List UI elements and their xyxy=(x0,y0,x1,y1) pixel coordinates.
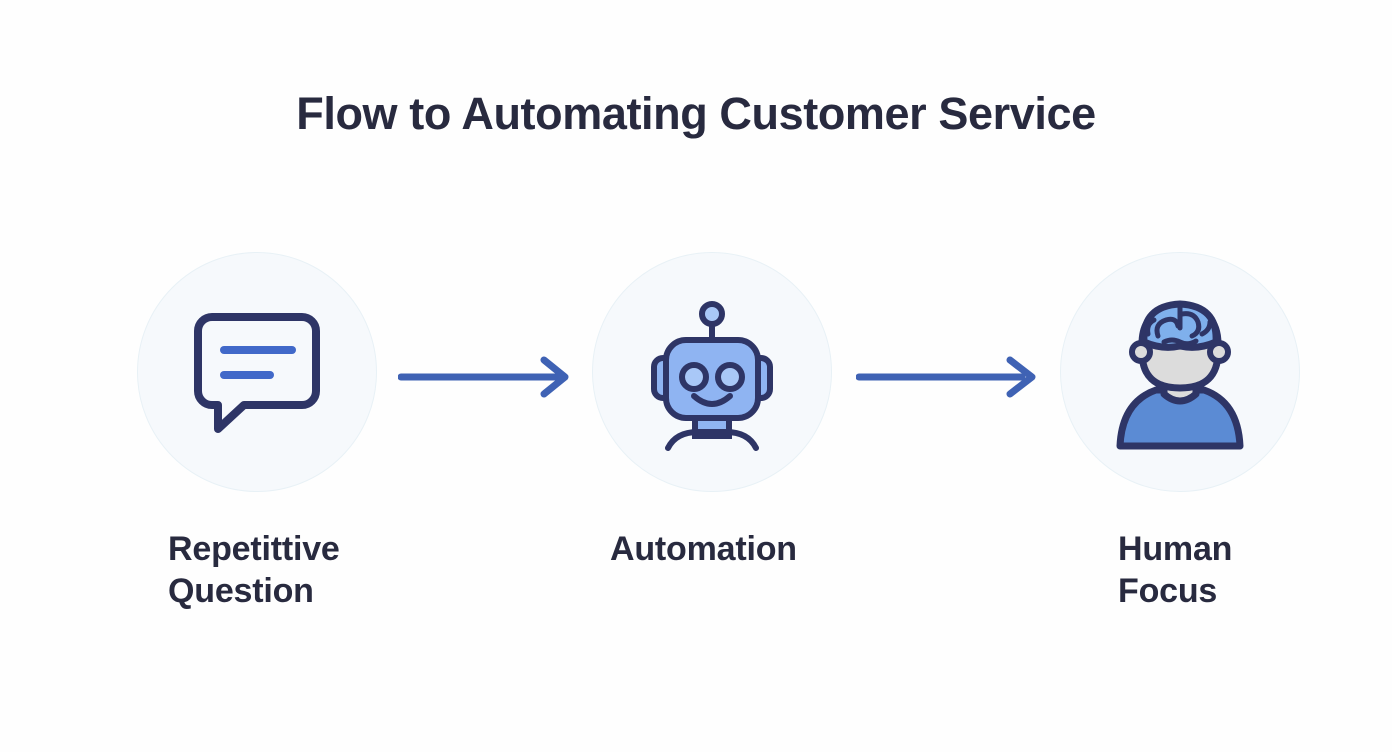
speech-bubble-icon xyxy=(137,252,377,492)
label-line: Automation xyxy=(610,530,797,568)
label-line: Focus xyxy=(1118,572,1218,610)
arrow-right-icon xyxy=(855,355,1042,399)
flow-node-label-automation: Automation xyxy=(610,528,890,570)
page-title: Flow to Automating Customer Service xyxy=(296,88,1096,139)
flow-node-repetitive-question[interactable] xyxy=(137,252,377,492)
human-brain-icon xyxy=(1060,252,1300,492)
flow-node-human-focus[interactable] xyxy=(1060,252,1300,492)
flow-node-automation[interactable] xyxy=(592,252,832,492)
arrow-right-icon xyxy=(397,355,574,399)
robot-icon xyxy=(592,252,832,492)
flow-node-label-human-focus: Human Focus xyxy=(1118,528,1358,612)
label-line: Repetittive xyxy=(168,530,340,568)
flow-node-label-repetitive-question: Repetittive Question xyxy=(168,528,428,612)
label-line: Question xyxy=(168,572,314,610)
label-line: Human xyxy=(1118,530,1233,568)
